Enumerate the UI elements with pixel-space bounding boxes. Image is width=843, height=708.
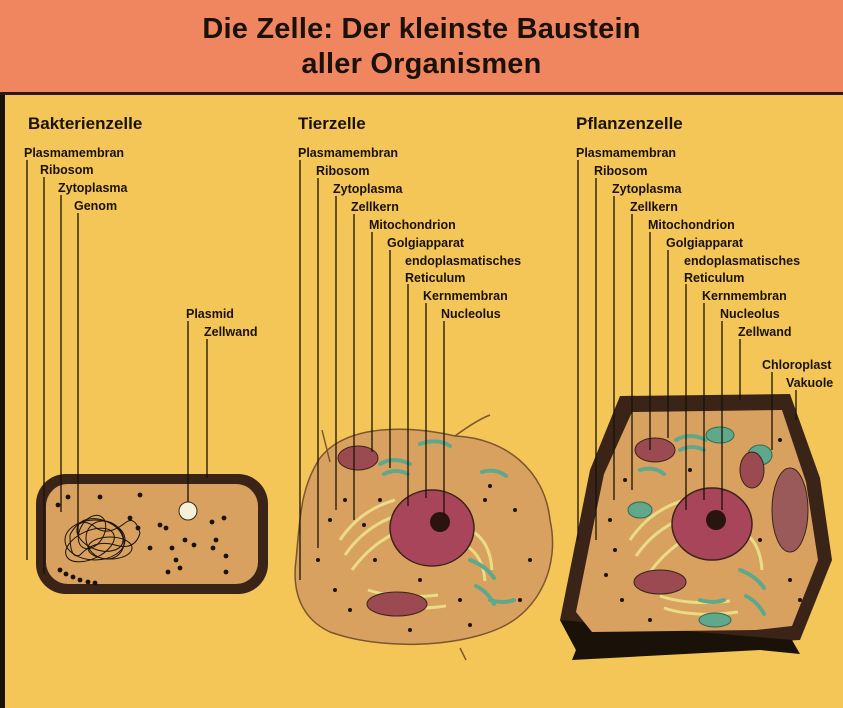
plant-mitochondrion-right <box>740 452 764 488</box>
bacteria-plasmid <box>179 502 197 520</box>
plant-mitochondrion-top <box>635 438 675 462</box>
plant-mitochondrion-bottom <box>634 570 686 594</box>
plant-nucleolus <box>706 510 726 530</box>
bacteria-cell <box>36 474 268 594</box>
animal-cell <box>295 415 553 660</box>
animal-nucleolus <box>430 512 450 532</box>
animal-mitochondrion-bottom <box>367 592 427 616</box>
animal-cell-protrusion-right <box>455 415 490 436</box>
plant-cell <box>560 394 832 660</box>
plant-vakuole <box>772 468 808 552</box>
animal-cell-protrusion-bottom <box>460 648 466 660</box>
